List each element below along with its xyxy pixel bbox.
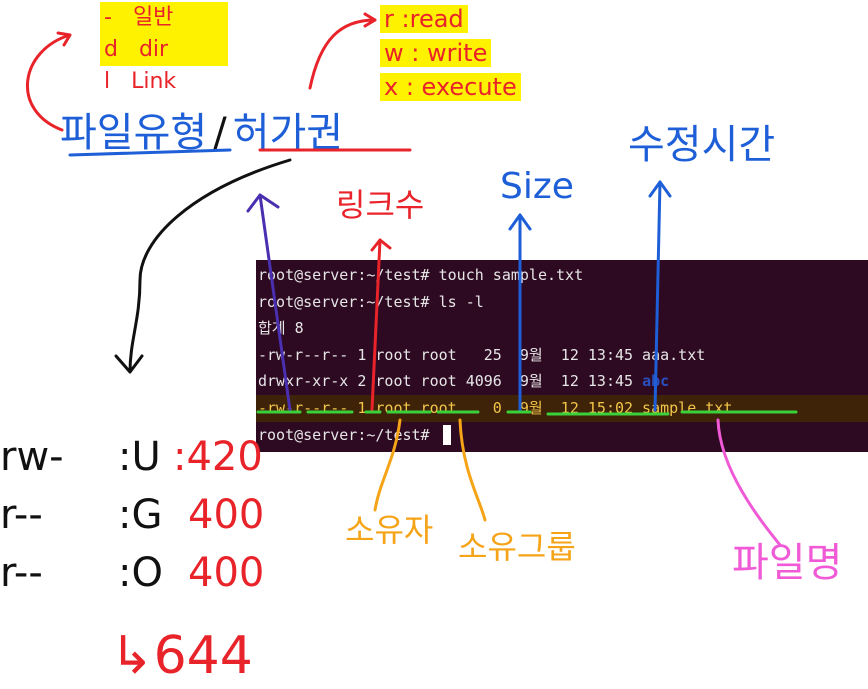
legend-meaning: 일반 <box>132 5 174 30</box>
perm-bits: rw- <box>0 434 64 480</box>
perm-bits: r-- <box>0 492 43 538</box>
owner-group-heading: 소유그룹 <box>458 528 576 566</box>
legend-row-write: w : write <box>380 36 521 70</box>
perm-row-other: r-- :O 400 <box>0 544 264 602</box>
legend-symbol: w <box>384 39 404 67</box>
slash: / <box>213 110 227 156</box>
link-count-heading: 링크수 <box>336 186 425 224</box>
perm-row-group: r-- :G 400 <box>0 486 264 544</box>
terminal-window[interactable]: root@server:~/test# touch sample.txt roo… <box>256 260 868 452</box>
terminal-line-highlighted: -rw-r--r-- 1 root root 0 9월 12 15:02 sam… <box>256 394 868 422</box>
legend-row-link: l Link <box>100 66 228 98</box>
heading-row: 파일유형/허가권 <box>60 100 343 158</box>
legend-meaning: : write <box>411 39 488 67</box>
arrow-to-perm-legend <box>308 12 377 90</box>
perm-row-user: rw- :U :420 <box>0 428 264 486</box>
mod-time-heading: 수정시간 <box>628 122 776 168</box>
legend-meaning: dir <box>138 37 169 62</box>
legend-symbol: l <box>104 69 111 94</box>
permission-result: ↳644 <box>110 626 253 686</box>
permission-breakdown: rw- :U :420 r-- :G 400 r-- :O 400 <box>0 428 264 602</box>
terminal-line: root@server:~/test# ls -l <box>258 292 484 311</box>
legend-row-dir: d dir <box>100 34 228 66</box>
terminal-line: root@server:~/test# touch sample.txt <box>258 266 584 284</box>
perm-who: :G <box>118 492 163 538</box>
legend-symbol: x <box>384 73 399 101</box>
legend-symbol: - <box>104 5 112 30</box>
perm-value: 400 <box>188 550 265 596</box>
perm-value: 400 <box>188 492 265 538</box>
perm-bits: r-- <box>0 550 43 596</box>
terminal-line-dir: drwxr-xr-x 2 root root 4096 9월 12 13:45 … <box>256 368 868 395</box>
perm-who: :O <box>118 550 163 596</box>
owner-heading: 소유자 <box>345 511 434 549</box>
size-heading: Size <box>500 166 574 207</box>
legend-meaning: :read <box>401 5 464 33</box>
terminal-line: 합계 8 <box>258 319 304 338</box>
legend-row-execute: x : execute <box>380 70 521 104</box>
filename-heading: 파일명 <box>732 540 843 586</box>
text-cursor <box>442 425 451 446</box>
file-type-heading: 파일유형 <box>60 110 208 156</box>
directory-name: abc <box>642 372 670 391</box>
terminal-line: -rw-r--r-- 1 root root 25 9월 12 13:45 aa… <box>258 345 706 364</box>
legend-symbol: d <box>104 37 118 62</box>
terminal-line-text: drwxr-xr-x 2 root root 4096 9월 12 13:45 <box>258 372 643 391</box>
file-type-legend: - 일반 d dir l Link <box>100 2 228 98</box>
legend-meaning: Link <box>131 69 177 94</box>
terminal-prompt-line[interactable]: root@server:~/test# <box>256 422 868 449</box>
legend-row-regular: - 일반 <box>100 2 228 34</box>
permission-heading: 허가권 <box>232 110 344 156</box>
permission-legend: r :read w : write x : execute <box>380 2 521 104</box>
perm-who: :U <box>118 434 161 480</box>
prompt-text: root@server:~/test# <box>258 425 439 444</box>
legend-meaning: : execute <box>405 73 517 101</box>
legend-row-read: r :read <box>380 2 521 36</box>
perm-value: :420 <box>173 434 263 480</box>
legend-symbol: r <box>384 5 394 33</box>
